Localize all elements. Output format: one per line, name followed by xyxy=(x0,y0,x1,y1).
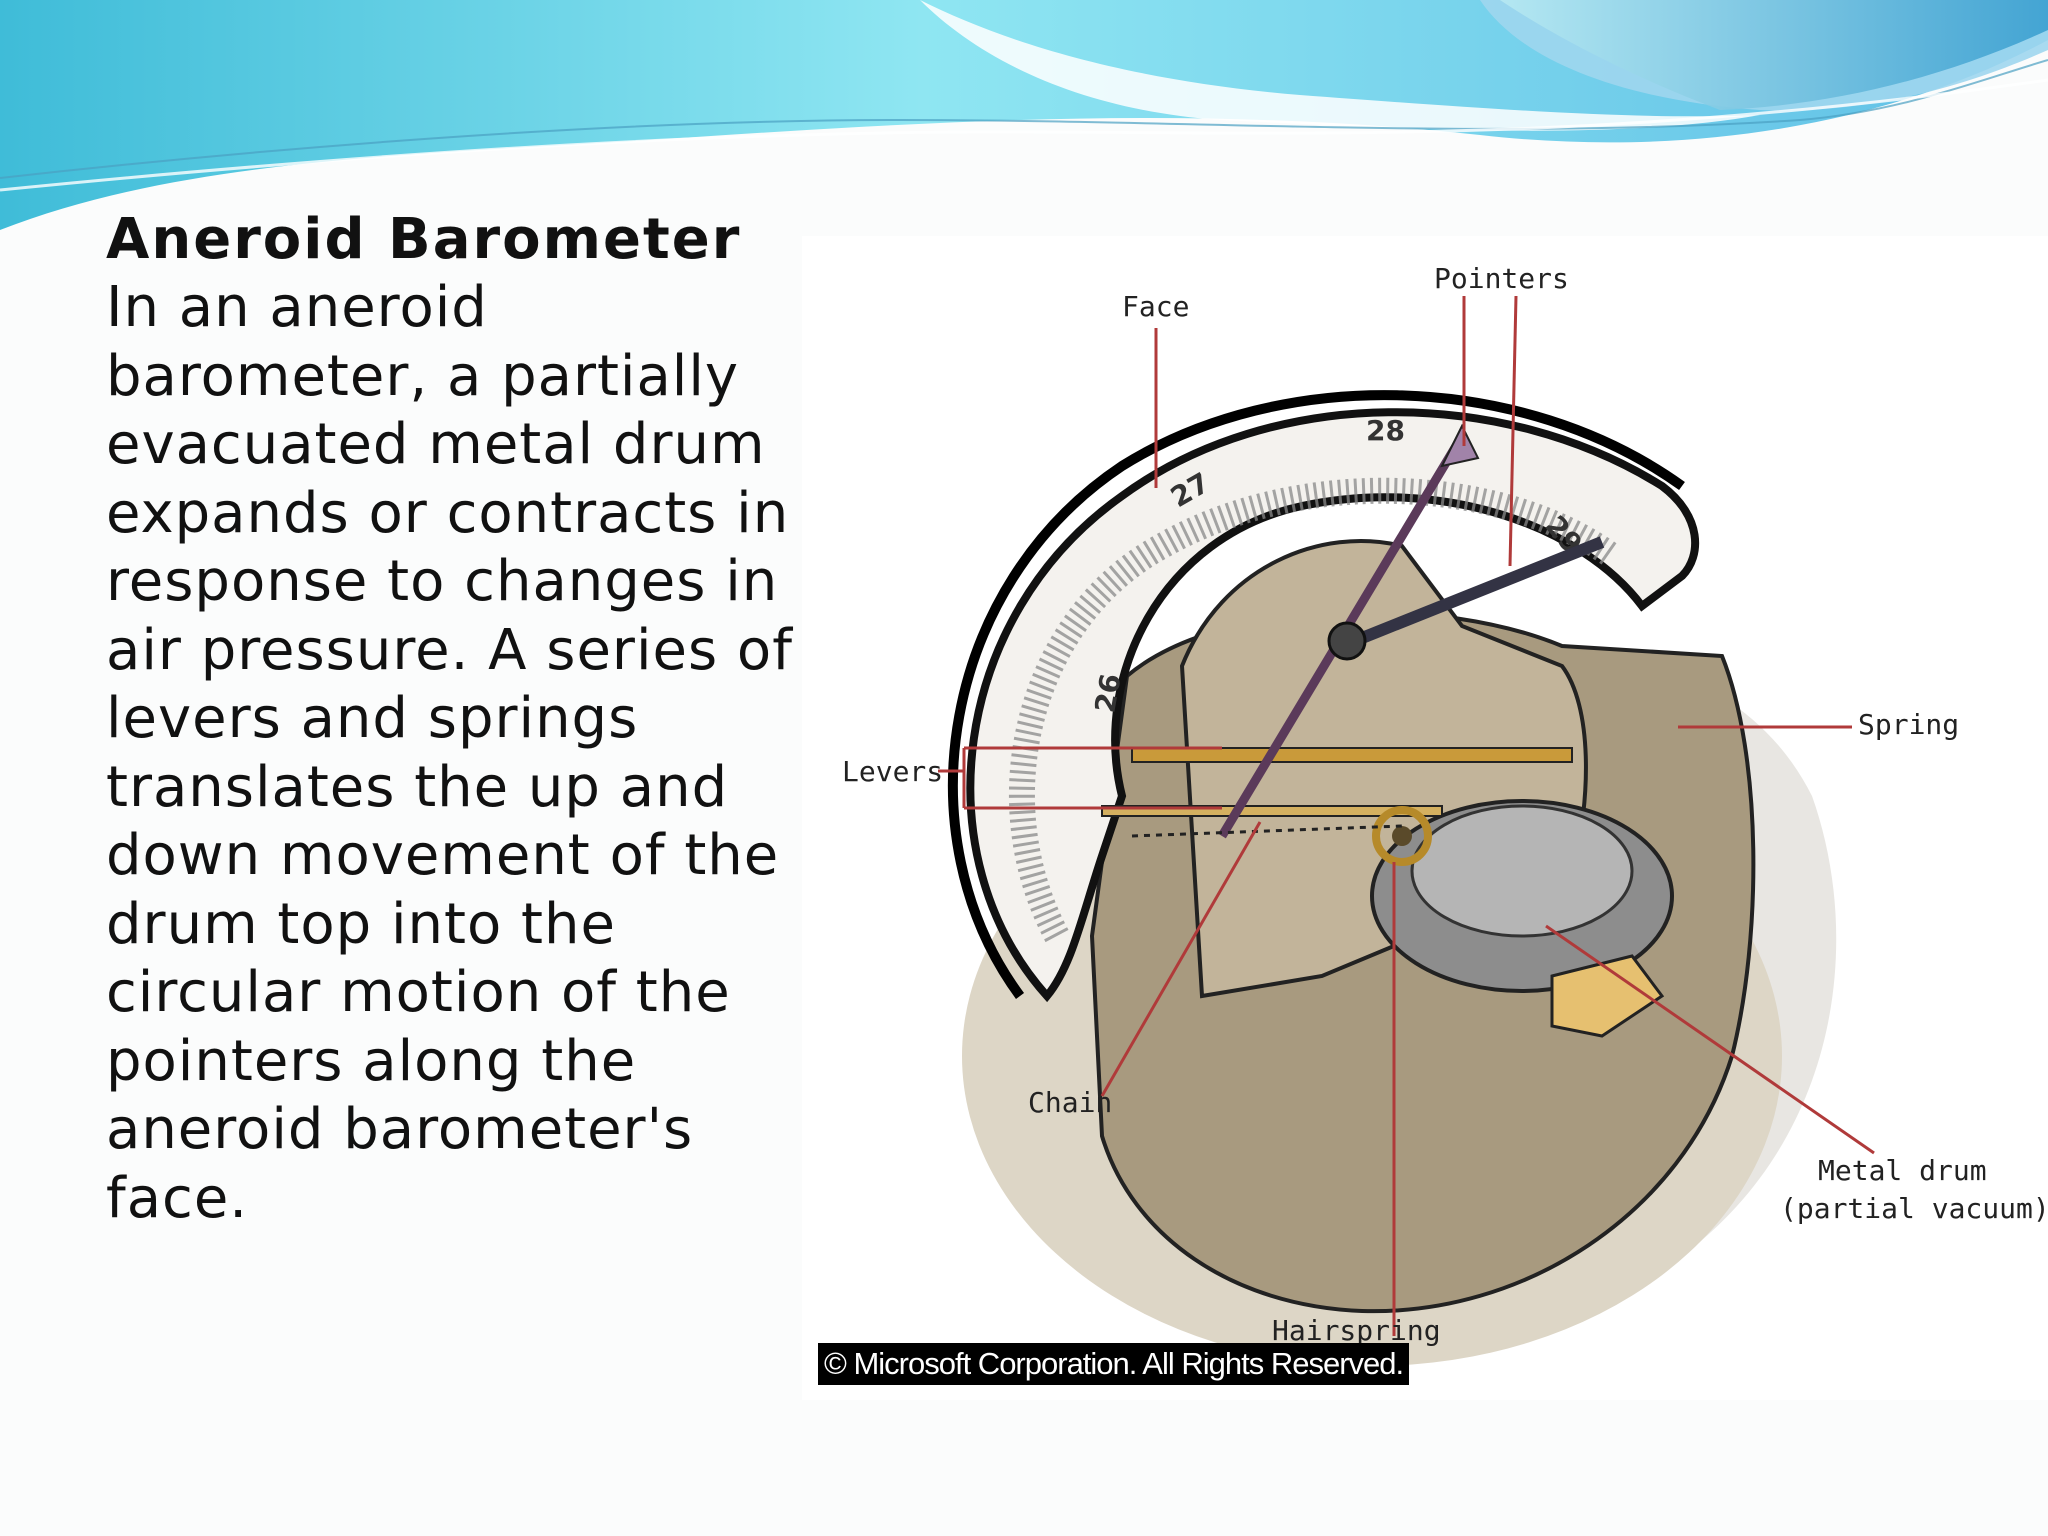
pointers-leader-line-2 xyxy=(1508,295,1518,567)
copyright-notice: © Microsoft Corporation. All Rights Rese… xyxy=(818,1343,1410,1385)
header-wave-decoration xyxy=(0,0,2048,230)
slide-text: Aneroid Barometer In an aneroid baromete… xyxy=(106,206,806,1233)
dial-number-26: 26 xyxy=(1088,671,1127,715)
face-label: Face xyxy=(1122,290,1189,323)
chain-label: Chain xyxy=(1028,1086,1112,1119)
slide-title: Aneroid Barometer xyxy=(106,207,742,272)
drum-bracket xyxy=(1550,954,1665,1038)
hairspring-center xyxy=(1392,826,1412,846)
hairspring-label: Hairspring xyxy=(1272,1314,1441,1347)
pointers-label: Pointers xyxy=(1434,262,1569,295)
chain xyxy=(1131,824,1403,838)
lever-bar-lower xyxy=(1101,805,1443,817)
spring-label: Spring xyxy=(1858,708,1959,741)
pointer-hub xyxy=(1327,621,1367,661)
hairspring-coil xyxy=(1372,806,1432,866)
dial-number-28: 28 xyxy=(1366,414,1405,447)
barometer-illustration: 26 27 28 29 xyxy=(802,236,2048,1400)
levers-leader-line xyxy=(938,746,1222,810)
metal-drum-label-line1: Metal drum xyxy=(1818,1154,1987,1187)
dial-face xyxy=(966,408,1699,1003)
slide-body-text: In an aneroid barometer, a partially eva… xyxy=(106,275,793,1231)
lever-bar-upper xyxy=(1131,747,1573,763)
pointer-arrow-head xyxy=(1440,423,1480,468)
metal-drum-leader-line xyxy=(1545,924,1875,1155)
dial-rim xyxy=(947,390,1685,999)
metal-drum-top xyxy=(1410,804,1634,938)
dial-scale-band xyxy=(1008,477,1620,943)
chain-leader-line xyxy=(1100,821,1262,1097)
levers-label: Levers xyxy=(842,755,943,788)
metal-drum-label-line2: (partial vacuum) xyxy=(1780,1192,2048,1225)
pointer-long xyxy=(1339,536,1605,652)
